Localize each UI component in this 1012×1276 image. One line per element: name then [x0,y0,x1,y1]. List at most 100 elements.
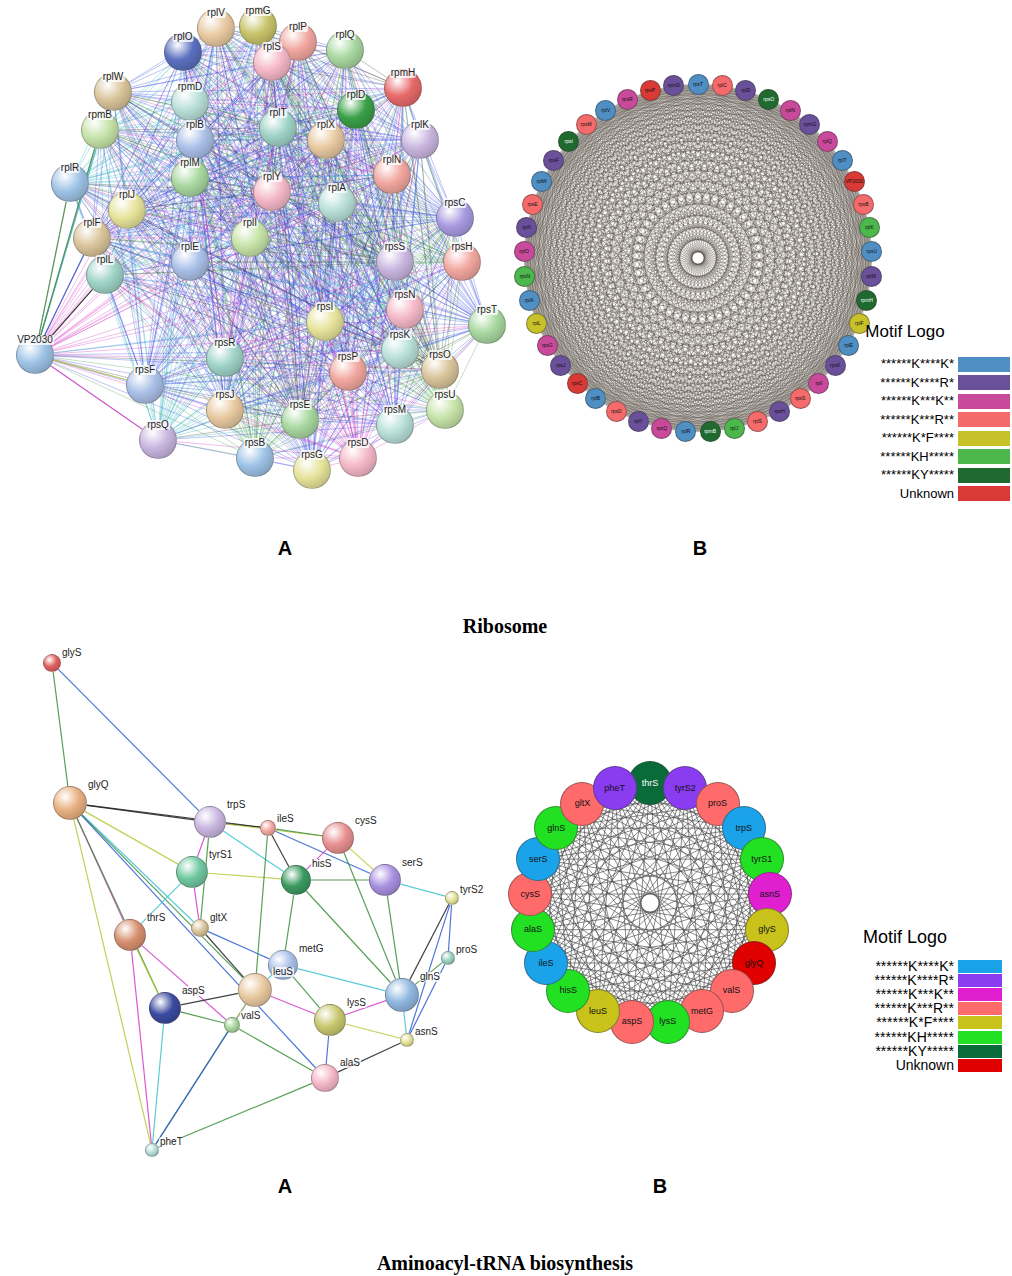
network-mesh-line [586,125,835,365]
network-mesh-line [547,99,627,345]
network-mesh-line [358,325,487,458]
network-mesh-line [190,175,392,262]
network-mesh-line [105,275,255,458]
network-mesh-line [225,262,462,358]
network-mesh-line [527,91,650,228]
network-mesh-line [586,125,616,412]
network-mesh-line [554,161,639,422]
network-mesh-line [542,99,628,182]
network-mesh-line [525,99,627,276]
network-mesh-line [92,238,225,410]
network-mesh-line [225,350,400,358]
network-mesh-line [524,252,686,432]
network-mesh-line [529,91,650,300]
network-mesh-line [225,218,455,410]
network-mesh-line [686,345,849,432]
network-mesh-line [92,238,250,239]
network-mesh-line [533,204,578,383]
network-mesh-line [278,128,420,140]
network-mesh-line [527,228,617,412]
network-mesh-line [710,228,869,432]
network-mesh-line [586,86,674,125]
network-mesh-line [250,238,395,262]
network-mesh-line [529,300,757,421]
network-mesh-line [225,262,395,358]
network-mesh-line [650,91,869,228]
network-mesh-line [547,91,650,345]
network-mesh-line [100,130,445,410]
network-mesh-line [746,91,859,323]
network-mesh-line [158,140,326,440]
network-mesh-line [533,125,587,205]
network-mesh-line [100,130,440,370]
network-mesh-line [527,228,686,432]
network-mesh-line [190,102,420,140]
network-mesh-line [561,86,674,365]
network-mesh-line [70,183,312,470]
network-mesh-line [674,86,800,399]
network-mesh-line [638,86,673,422]
network-mesh-line [577,125,586,383]
network-mesh-line [650,91,780,412]
network-mesh-line [650,91,863,204]
network-mesh-line [800,323,859,399]
network-mesh-line [113,26,258,92]
network-mesh-line [596,86,674,399]
network-mesh-line [145,385,395,425]
network-mesh-line [525,86,674,276]
network-mesh-line [577,383,662,428]
network-mesh-line [686,252,872,432]
network-mesh-line [529,300,849,345]
network-mesh-line [674,86,835,365]
network-mesh-line [674,86,870,228]
network-mesh-line [70,183,395,262]
network-mesh-line [35,183,70,355]
network-mesh-line [547,345,616,412]
network-mesh-line [577,365,835,383]
network-mesh-line [569,142,870,228]
network-mesh-line [606,110,819,383]
network-mesh-line [70,140,420,183]
network-mesh-line [35,210,127,355]
network-mesh-line [554,99,627,161]
network-mesh-line [533,204,872,276]
network-mesh-line [674,86,855,182]
network-mesh-line [561,125,586,365]
network-mesh-line [606,110,835,365]
network-mesh-line [529,86,674,300]
network-mesh-line [278,128,445,410]
network-mesh-line [158,322,325,440]
network-mesh-line [627,99,819,383]
network-mesh-line [780,252,872,412]
network-mesh-line [596,99,628,399]
network-mesh-line [255,350,400,458]
network-mesh-line [627,99,638,421]
network-mesh-line [527,142,569,228]
network-mesh-line [606,110,686,431]
network-mesh-line [35,203,337,355]
network-mesh-line [525,276,710,431]
network-mesh-line [158,325,487,440]
network-mesh-line [105,275,312,470]
network-mesh-line [674,86,780,412]
network-mesh-line [674,86,686,432]
network-mesh-line [537,99,628,323]
network-mesh-line [35,322,325,355]
network-mesh-line [105,275,225,358]
network-mesh-line [527,228,596,399]
network-mesh-line [674,86,734,429]
network-mesh-line [105,275,445,410]
network-mesh-line [554,161,596,399]
network-mesh-line [70,183,255,458]
network-mesh-line [113,92,455,218]
network-mesh-line [638,300,866,421]
network-mesh-line [70,183,440,370]
network-mesh-line [70,183,190,262]
network-mesh-line [524,86,674,252]
network-mesh-line [650,91,710,432]
network-mesh-line [561,99,627,365]
network-mesh-line [92,140,420,238]
network-mesh-line [537,125,586,323]
